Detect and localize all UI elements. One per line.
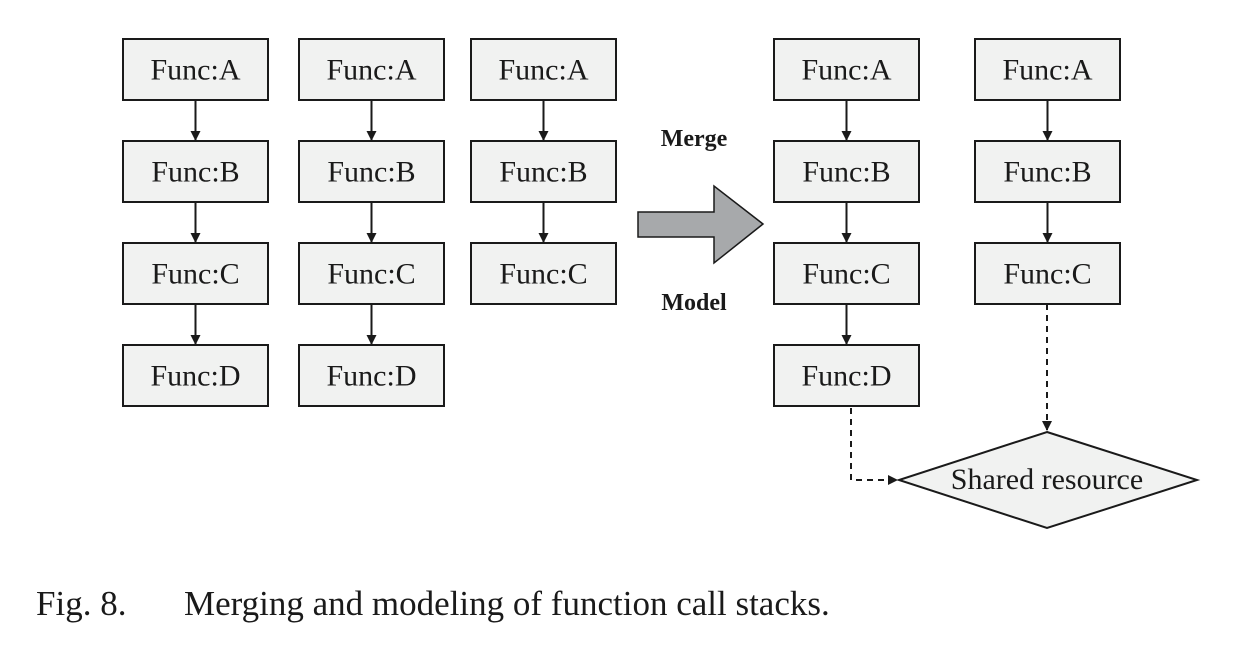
stack-after-2-func-label: Func:B <box>1003 156 1091 189</box>
stack-before-2-func-label: Func:A <box>327 54 417 87</box>
stack-after-1-func-label: Func:B <box>802 156 890 189</box>
stack-after-1-func-label: Func:A <box>802 54 892 87</box>
stack-before-3-func-label: Func:B <box>499 156 587 189</box>
stack-before-2-func-label: Func:D <box>327 360 417 393</box>
stack-before-1-func-label: Func:B <box>151 156 239 189</box>
call-stack-diagram: Func:A Func:B Func:C Func:D Func:A Func:B Func… <box>122 38 1201 530</box>
merge-label: Merge <box>661 126 728 152</box>
dashed-link-stack1-to-resource <box>850 408 898 485</box>
figure-number: Fig. 8. <box>36 584 127 623</box>
shared-resource-label: Shared resource <box>951 463 1143 496</box>
stack-after-1-func-label: Func:C <box>802 258 890 291</box>
stack-before-1-func-box <box>122 140 269 203</box>
stack-after-2-func-box <box>974 242 1121 305</box>
stack-before-3-func-box <box>470 242 617 305</box>
stack-before-2-func-label: Func:C <box>327 258 415 291</box>
stack-before-1-func-label: Func:C <box>151 258 239 291</box>
stack-after-1-func-box <box>773 38 920 101</box>
stacks-layer: Func:A Func:B Func:C Func:D Func:A Func:B Func… <box>122 38 1121 407</box>
connectors-layer <box>190 100 1053 345</box>
stack-before-2-func-box <box>298 140 445 203</box>
stack-before-2-func-label: Func:B <box>327 156 415 189</box>
merge-model-arrow <box>637 184 765 265</box>
stack-before-1-func-box <box>122 344 269 407</box>
stack-before-3-func-label: Func:A <box>499 54 589 87</box>
stack-after-1-func-label: Func:D <box>802 360 892 393</box>
shared-resource-diamond <box>895 430 1201 530</box>
figure-caption: Fig. 8. Merging and modeling of function … <box>36 584 830 624</box>
stack-after-1-func-box <box>773 344 920 407</box>
stack-after-1-func-box <box>773 242 920 305</box>
stack-before-1-func-label: Func:A <box>151 54 241 87</box>
stack-before-3-func-label: Func:C <box>499 258 587 291</box>
stack-before-2-func-box <box>298 344 445 407</box>
stack-before-3-func-box <box>470 140 617 203</box>
stack-after-2-func-label: Func:C <box>1003 258 1091 291</box>
caption-text: Merging and modeling of function call st… <box>184 584 830 623</box>
stack-after-2-func-label: Func:A <box>1003 54 1093 87</box>
stack-after-2-func-box <box>974 38 1121 101</box>
model-label: Model <box>661 290 727 316</box>
stack-after-2-func-box <box>974 140 1121 203</box>
stack-before-1-func-label: Func:D <box>151 360 241 393</box>
stack-before-1-func-box <box>122 38 269 101</box>
